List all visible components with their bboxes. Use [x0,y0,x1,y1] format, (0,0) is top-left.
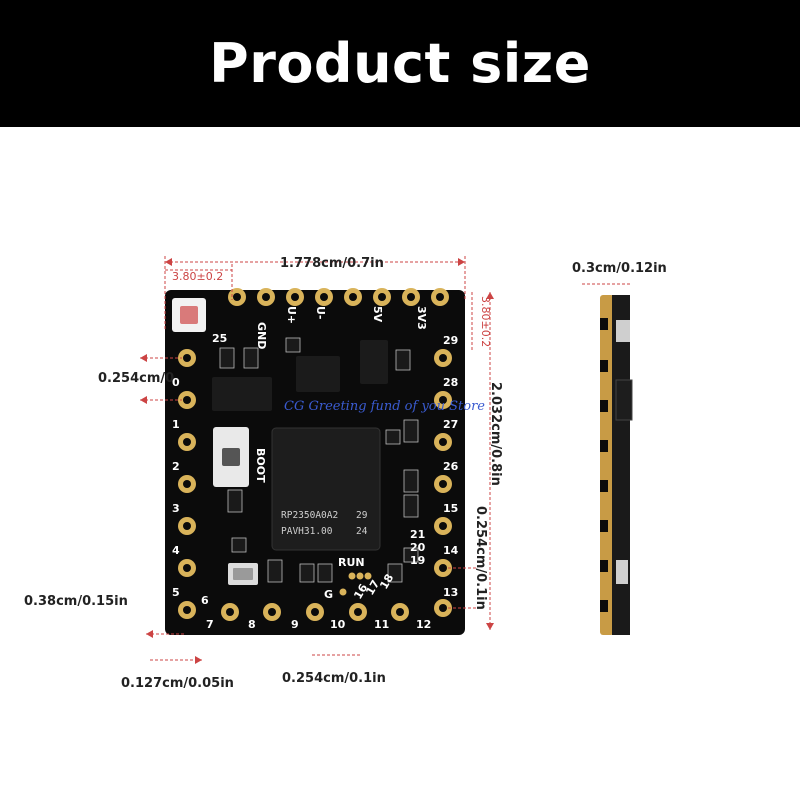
rp2350-chip [271,427,381,551]
pin-label-4: 4 [172,544,180,557]
pin-label-5v: 5V [371,306,384,323]
pin-label-25: 25 [212,332,227,345]
title-banner: Product size [0,0,800,127]
pin-label-8: 8 [248,618,256,631]
pin-label-14: 14 [443,544,459,557]
chip-marking-line1b: 29 [356,510,368,521]
thickness-label: 0.3cm/0.12in [572,261,667,276]
pin-label-5: 5 [172,586,180,599]
right-tolerance-label: 3.80±0.2 [479,296,492,347]
store-watermark: CG Greeting fund of you Store [284,399,485,414]
pin-label-1: 1 [172,418,180,431]
page-title: Product size [209,32,591,95]
pad-width-label: 0.127cm/0.05in [121,676,234,691]
left-pitch-label: 0.254cm/0 [98,371,174,386]
pcb-board [165,290,465,635]
chip-marking-line2: PAVH31.00 [281,526,333,537]
bottom-pitch-label: 0.254cm/0.1in [282,671,386,686]
pin-label-10: 10 [330,618,346,631]
pin-label-27: 27 [443,418,458,431]
pin-label-3v3: 3V3 [415,306,428,330]
pin-label-21: 21 [410,528,425,541]
pin-label-uplus: U+ [285,306,298,324]
pin-label-2: 2 [172,460,180,473]
side-view-board [600,295,633,635]
dimension-lines [140,256,632,661]
right-pitch-label: 0.254cm/0.1in [473,506,488,610]
width-label: 1.778cm/0.7in [280,256,384,271]
pin-label-3: 3 [172,502,180,515]
pin-label-uminus: U- [314,306,327,320]
height-label: 2.032cm/0.8in [488,382,503,486]
flash-chip [212,377,272,411]
pin-label-7: 7 [206,618,214,631]
top-tolerance-label: 3.80±0.2 [172,270,223,283]
regulator-chip [296,356,340,392]
chip-marking-line2b: 24 [356,526,368,537]
pin-label-12: 12 [416,618,431,631]
g-label: G [324,588,333,601]
chip-marking-line1: RP2350A0A2 [281,510,338,521]
boot-label: BOOT [254,448,267,483]
pin-label-6: 6 [201,594,209,607]
pin-label-26: 26 [443,460,459,473]
pin-label-13: 13 [443,586,458,599]
pin-label-11: 11 [374,618,389,631]
run-label: RUN [338,556,365,569]
pin-label-28: 28 [443,376,458,389]
pin-label-20: 20 [410,541,426,554]
pin-label-9: 9 [291,618,299,631]
pin-label-19: 19 [410,554,425,567]
pin-label-0: 0 [172,376,180,389]
pin-label-gnd: GND [255,322,268,349]
pad-offset-label: 0.38cm/0.15in [24,594,128,609]
pin-label-29: 29 [443,334,458,347]
pin-label-15: 15 [443,502,458,515]
